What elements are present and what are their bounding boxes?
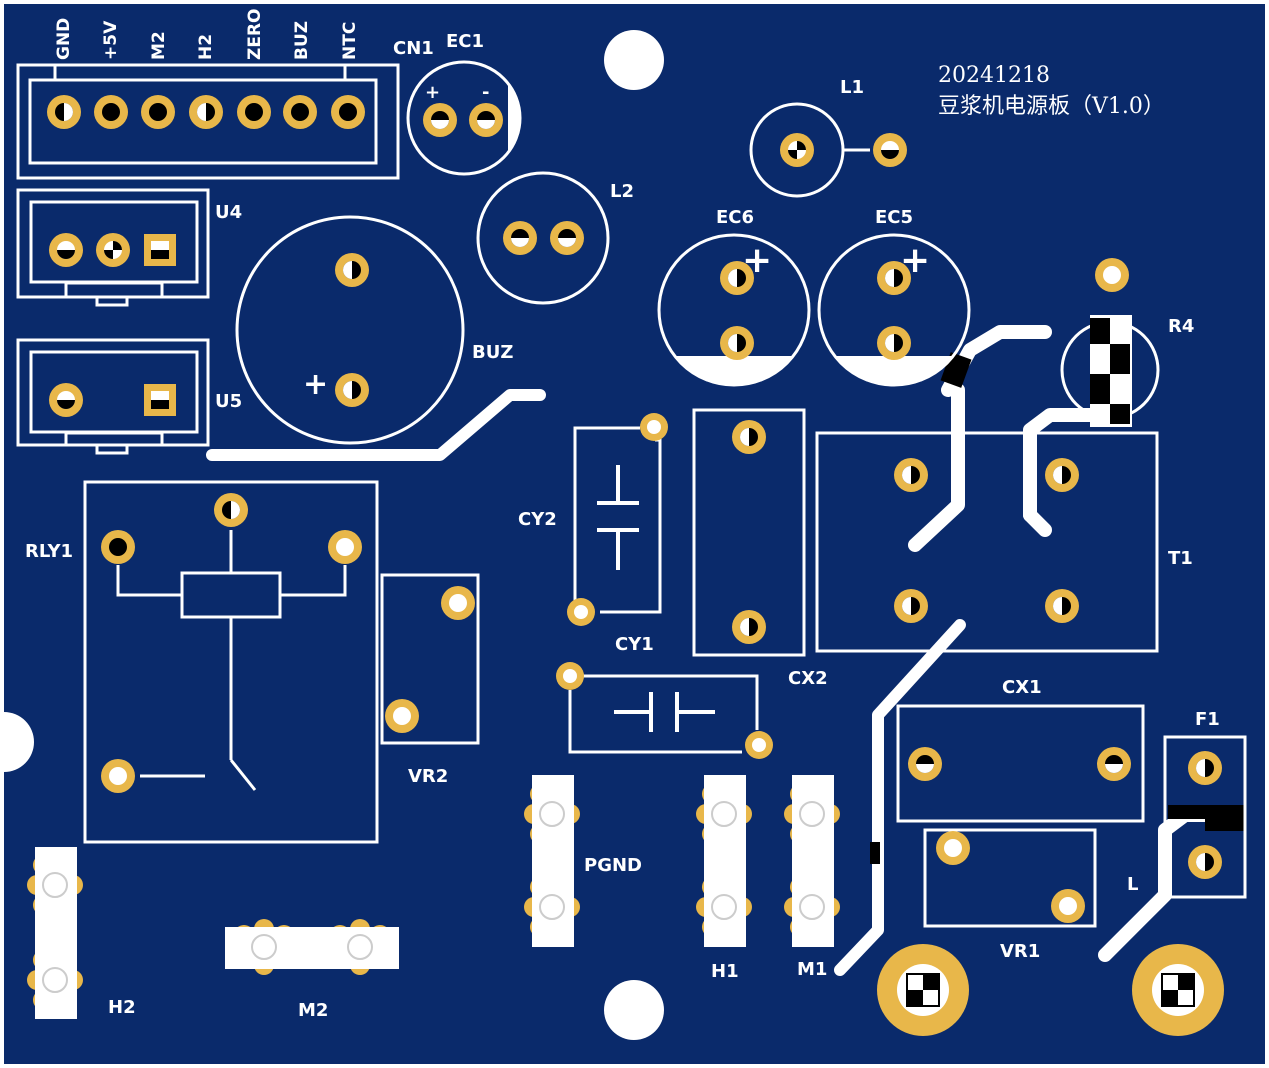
- ref-vr1: VR1: [1000, 941, 1040, 962]
- ref-cx2: CX2: [788, 668, 828, 689]
- t1-transformer: T1: [815, 431, 1193, 653]
- vr2-varistor: VR2: [380, 573, 480, 787]
- ref-cy1: CY1: [615, 634, 654, 655]
- pin-label-m2: M2: [149, 31, 169, 60]
- ref-ec1: EC1: [446, 31, 484, 52]
- title-name: 豆浆机电源板（V1.0）: [938, 94, 1165, 119]
- ref-u4: U4: [215, 202, 242, 223]
- m2-wire-pads: M2: [225, 919, 399, 1021]
- ec5-plus-mark: +: [900, 240, 930, 281]
- ec1-capacitor: EC1 + -: [406, 31, 522, 176]
- ref-buz: BUZ: [472, 342, 513, 363]
- rly1-relay: RLY1: [25, 480, 379, 844]
- ref-rly1: RLY1: [25, 541, 73, 562]
- cy2-capacitor: CY2: [518, 413, 668, 626]
- u4-connector: U4: [16, 188, 242, 307]
- ec1-minus-mark: -: [482, 82, 489, 103]
- ref-l: L: [1127, 874, 1138, 895]
- vr1-varistor: VR1: [923, 828, 1097, 962]
- ref-vr2: VR2: [408, 766, 448, 787]
- h2-wire-pads: H2: [27, 847, 136, 1019]
- l2-inductor: L2: [476, 171, 634, 305]
- pgnd-wire-pads: PGND: [524, 775, 642, 947]
- ref-h2: H2: [108, 997, 136, 1018]
- cy1-capacitor: CY1: [556, 634, 773, 759]
- ref-r4: R4: [1168, 316, 1194, 337]
- ec1-plus-mark: +: [425, 82, 440, 103]
- ref-f1: F1: [1195, 709, 1220, 730]
- m1-wire-pads: M1: [784, 775, 840, 980]
- cx2-capacitor: CX2: [692, 408, 828, 689]
- ref-h1: H1: [711, 961, 739, 982]
- ec5-capacitor: + EC5: [817, 207, 971, 387]
- pin-label-h2: H2: [196, 34, 216, 60]
- connector-pin-labels: GND +5V M2 H2 ZERO BUZ NTC: [54, 9, 360, 60]
- ref-u5: U5: [215, 391, 242, 412]
- u5-connector: U5: [16, 338, 242, 455]
- ref-m1: M1: [797, 959, 827, 980]
- l1-inductor: L1: [749, 77, 907, 198]
- pin-label-zero: ZERO: [245, 9, 265, 60]
- ref-ec5: EC5: [875, 207, 913, 228]
- title-date: 20241218: [938, 63, 1050, 88]
- ref-pgnd: PGND: [584, 855, 642, 876]
- mounting-hole-top: [604, 30, 664, 90]
- ref-cx1: CX1: [1002, 677, 1042, 698]
- pin-label-5v: +5V: [101, 20, 121, 60]
- ref-l1: L1: [840, 77, 864, 98]
- ec6-capacitor: + EC6: [657, 207, 811, 387]
- pin-label-gnd: GND: [54, 18, 74, 60]
- pin-label-buz: BUZ: [292, 21, 312, 60]
- r4-resistor: R4: [1060, 258, 1194, 427]
- ref-cn1: CN1: [393, 38, 434, 59]
- mounting-hole-bottom: [604, 980, 664, 1040]
- cx1-capacitor: CX1: [896, 677, 1145, 823]
- ref-ec6: EC6: [716, 207, 754, 228]
- board-copper: [4, 4, 1265, 1064]
- pin-label-ntc: NTC: [340, 22, 360, 60]
- ref-t1: T1: [1168, 548, 1193, 569]
- cn1-connector: CN1: [16, 38, 434, 180]
- f1-fuse: F1: [1163, 709, 1247, 899]
- mains-pad-right: [1131, 943, 1225, 1037]
- ref-cy2: CY2: [518, 509, 557, 530]
- mains-pad-left: [876, 943, 970, 1037]
- ec6-plus-mark: +: [742, 240, 772, 281]
- h1-wire-pads: H1: [696, 775, 752, 982]
- buz-buzzer: + BUZ: [235, 215, 513, 445]
- ref-l2: L2: [610, 181, 634, 202]
- buz-plus-mark: +: [303, 367, 328, 402]
- ref-m2: M2: [298, 1000, 328, 1021]
